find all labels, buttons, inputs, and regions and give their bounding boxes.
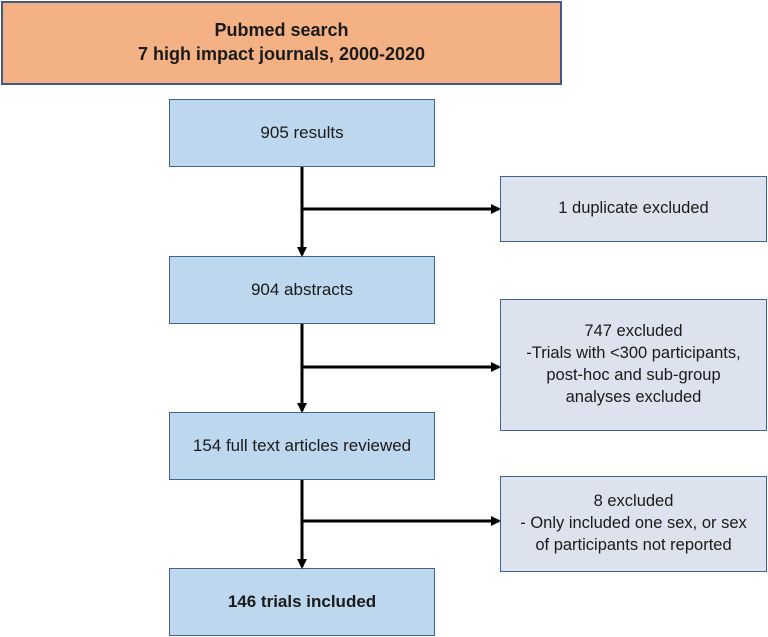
- step-label: 154 full text articles reviewed: [192, 435, 412, 455]
- step-label: 905 results: [260, 122, 344, 142]
- search-header-box: Pubmed search 7 high impact journals, 20…: [1, 1, 562, 85]
- step-box-abstracts: 904 abstracts: [169, 256, 435, 324]
- header-line-1: Pubmed search: [214, 20, 349, 41]
- step-label: 146 trials included: [227, 591, 377, 611]
- exclusion-text: - Only included one sex, or sex: [520, 514, 747, 533]
- exclusion-box-duplicates: 1 duplicate excluded: [500, 176, 767, 242]
- exclusion-text: post-hoc and sub-group: [546, 366, 721, 384]
- exclusion-text: 747 excluded: [584, 322, 683, 341]
- exclusion-box-abstracts: 747 excluded -Trials with <300 participa…: [500, 299, 767, 431]
- exclusion-box-full-text: 8 excluded - Only included one sex, or s…: [500, 476, 767, 572]
- exclusion-text: 8 excluded: [593, 492, 674, 511]
- exclusion-text: -Trials with <300 participants,: [526, 344, 741, 363]
- exclusion-text: 1 duplicate excluded: [558, 199, 709, 218]
- exclusion-text: of participants not reported: [535, 535, 732, 554]
- exclusion-text: analyses excluded: [565, 387, 702, 406]
- header-line-2: 7 high impact journals, 2000-2020: [137, 44, 426, 64]
- step-box-results: 905 results: [169, 99, 435, 167]
- step-label: 904 abstracts: [250, 279, 354, 299]
